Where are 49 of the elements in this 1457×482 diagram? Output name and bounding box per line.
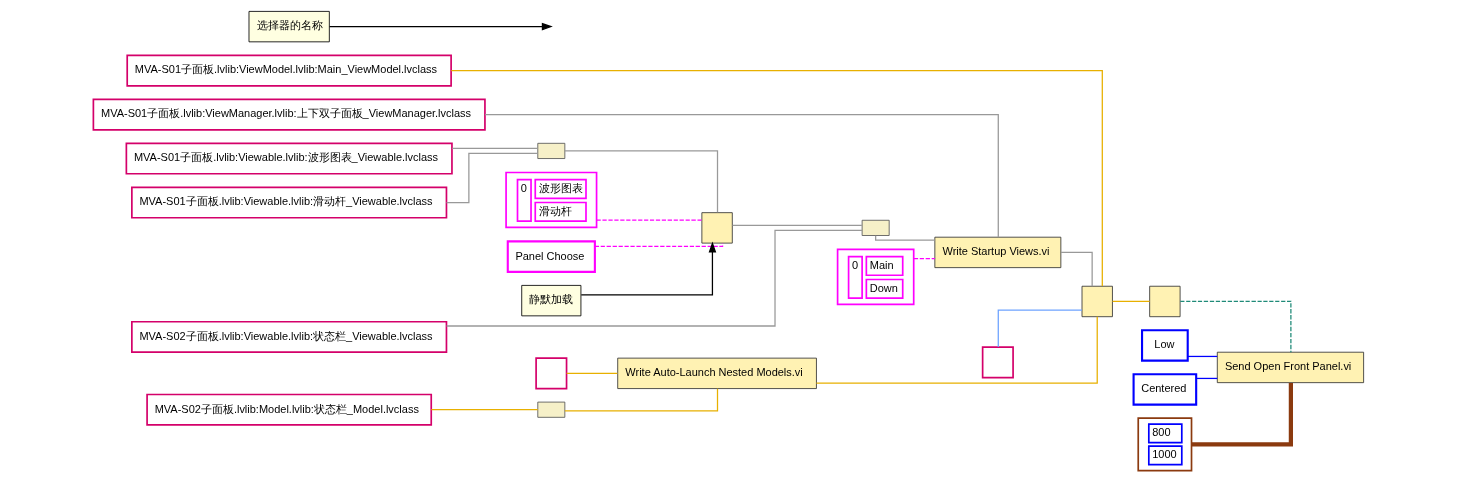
connector (1179, 300, 1292, 353)
connector (450, 69, 1103, 287)
connector (1060, 251, 1093, 287)
connector (815, 316, 1098, 384)
node-box (701, 212, 733, 244)
node-box: MVA-S02子面板.lvlib:Model.lvlib:状态栏_Model.lvclass (146, 393, 433, 426)
node-box: 选择器的名称 (248, 10, 330, 43)
node-box: MVA-S02子面板.lvlib:Viewable.lvlib:状态栏_Viewable.lvclass (131, 320, 448, 354)
node-box: Write Auto-Launch Nested Models.vi (617, 357, 817, 389)
node-box: 0 波形图表 滑动杆 (505, 171, 598, 229)
node-box (535, 357, 568, 390)
connector (875, 235, 936, 241)
node-box: 800 1000 (1137, 417, 1193, 472)
node-box (1081, 285, 1113, 318)
node-box (1149, 285, 1181, 318)
node-box: Centered (1132, 373, 1198, 406)
connector (1195, 377, 1218, 380)
connector (445, 229, 863, 327)
connector (1111, 300, 1151, 303)
connector (731, 224, 863, 226)
connector (564, 150, 719, 213)
node-box (861, 219, 890, 236)
node-box: Low (1141, 329, 1189, 362)
connector (596, 219, 703, 221)
connector (451, 147, 539, 150)
node-box: Send Open Front Panel.vi (1216, 351, 1365, 384)
node-box: Panel Choose (506, 240, 596, 273)
connector (430, 409, 539, 411)
connector (997, 309, 1083, 348)
node-box: MVA-S01子面板.lvlib:Viewable.lvlib:滑动杆_Viewable.lvclass (131, 186, 448, 219)
connector (566, 372, 618, 374)
node-box: MVA-S01子面板.lvlib:ViewModel.lvlib:Main_ViewModel.lvclass (126, 54, 452, 87)
connector (594, 242, 724, 247)
node-box (537, 142, 566, 159)
node-box (981, 346, 1014, 379)
arrow (580, 241, 717, 296)
arrow (328, 22, 553, 31)
connector (445, 152, 539, 204)
node-box: MVA-S01子面板.lvlib:Viewable.lvlib:波形图表_Viewable.lvclass (125, 142, 453, 175)
node-box (537, 401, 566, 418)
connector (564, 388, 719, 412)
connector (913, 257, 936, 260)
node-box: MVA-S01子面板.lvlib:ViewManager.lvlib:上下双子面板_ViewManager.lvclass (92, 98, 486, 131)
connector (484, 113, 999, 238)
node-box: 静默加载 (521, 284, 582, 317)
node-box: Write Startup Views.vi (934, 236, 1062, 269)
connector (1191, 383, 1293, 447)
connector (1187, 355, 1218, 358)
node-box: 0 Main Down (836, 248, 915, 306)
